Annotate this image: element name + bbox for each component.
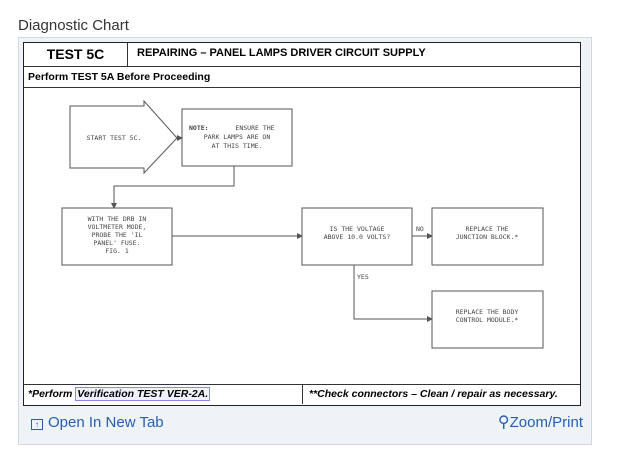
diagnostic-chart-card: TEST 5C REPAIRING – PANEL LAMPS DRIVER C… — [18, 37, 592, 445]
junction-line: JUNCTION BLOCK.* — [456, 233, 519, 241]
bcm-box — [431, 290, 544, 349]
magnifier-icon: ⚲ — [497, 414, 510, 431]
probe-box — [61, 207, 173, 266]
open-new-tab-label: Open In New Tab — [48, 414, 164, 431]
question-line: ABOVE 10.0 VOLTS? — [324, 233, 391, 241]
note-box — [181, 108, 293, 167]
prerequisite: Perform TEST 5A Before Proceeding — [24, 66, 580, 88]
yes-label: YES — [357, 273, 369, 281]
bcm-line: REPLACE THE BODY — [456, 308, 519, 316]
probe-line: FIG. 1 — [105, 247, 129, 255]
zoom-print-link[interactable]: ⚲Zoom/Print — [498, 412, 583, 432]
note-line: ENSURE THE — [235, 124, 274, 132]
test-id: TEST 5C — [24, 43, 128, 66]
open-new-tab-link[interactable]: ↑ Open In New Tab — [31, 414, 164, 431]
junction-line: REPLACE THE — [465, 225, 508, 233]
zoom-print-label: Zoom/Print — [509, 414, 583, 431]
probe-line: WITH THE DRB IN — [88, 215, 147, 223]
chart-heading: REPAIRING – PANEL LAMPS DRIVER CIRCUIT S… — [137, 47, 426, 59]
probe-line: VOLTMETER MODE, — [88, 223, 147, 231]
start-arrow-shape — [69, 99, 178, 175]
footer-right-text: **Check connectors – Clean / repair as n… — [302, 385, 581, 404]
chart-footer: *Perform Verification TEST VER-2A. **Che… — [24, 384, 580, 405]
verification-test-link[interactable]: Verification TEST VER-2A. — [75, 387, 211, 401]
question-line: IS THE VOLTAGE — [330, 225, 385, 233]
probe-line: PROBE THE 'IL — [92, 231, 143, 239]
question-box — [301, 207, 413, 266]
diagnostic-chart-image: TEST 5C REPAIRING – PANEL LAMPS DRIVER C… — [23, 42, 581, 406]
bcm-line: CONTROL MODULE.* — [456, 316, 519, 324]
junction-box — [431, 207, 544, 266]
footer-left-text: *Perform — [28, 388, 76, 400]
page-title: Diagnostic Chart — [18, 17, 129, 34]
note-label: NOTE: — [189, 124, 209, 132]
probe-line: PANEL' FUSE. — [94, 239, 141, 247]
note-line: PARK LAMPS ARE ON — [204, 133, 271, 141]
flowchart: START TEST 5C. NOTE: ENSURE THE PARK LAM… — [61, 99, 544, 349]
chart-header: TEST 5C REPAIRING – PANEL LAMPS DRIVER C… — [24, 43, 580, 67]
start-text: START TEST 5C. — [87, 134, 142, 142]
no-label: NO — [416, 225, 424, 233]
note-line: AT THIS TIME. — [212, 142, 263, 150]
new-tab-icon: ↑ — [31, 419, 43, 430]
